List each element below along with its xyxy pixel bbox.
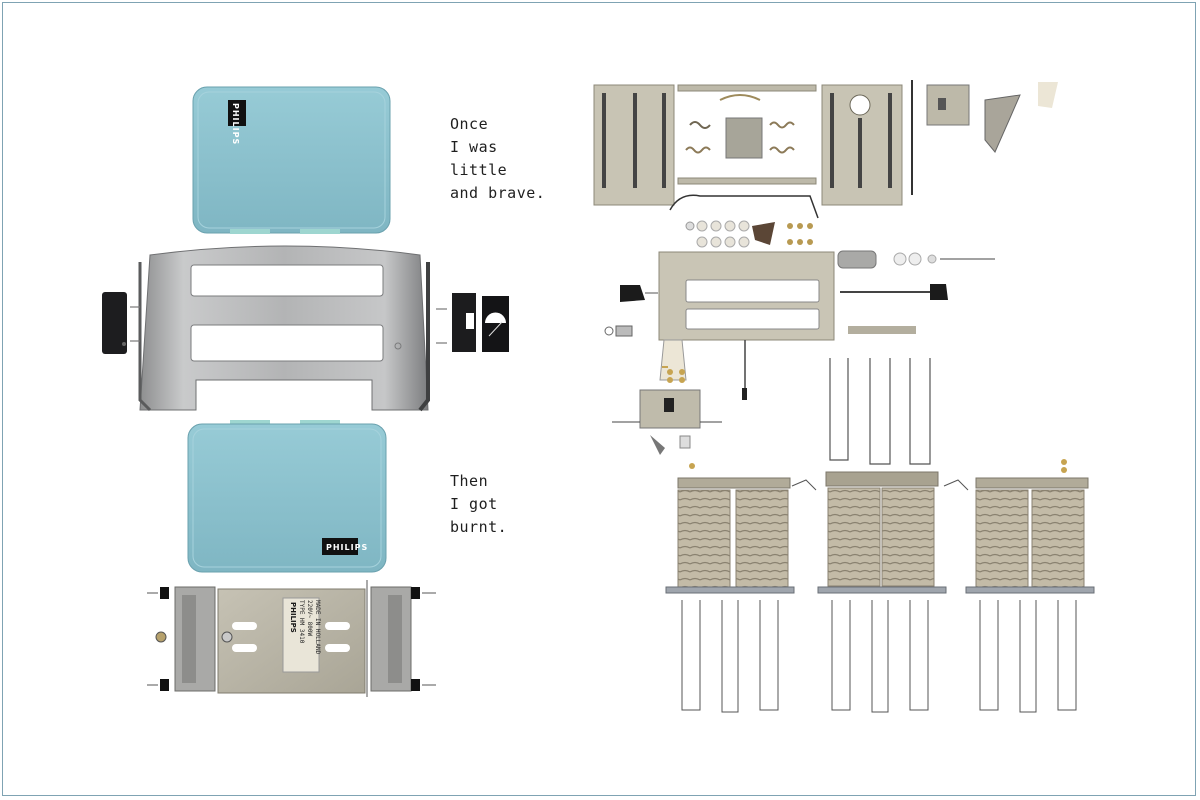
main-chassis bbox=[620, 250, 995, 400]
rating-plate-type: TYPE HM 3410 bbox=[298, 600, 305, 644]
heating-element-middle bbox=[817, 471, 947, 713]
element-connectors bbox=[689, 459, 1067, 491]
hanging-wires-top bbox=[829, 358, 931, 465]
bottom-blue-side-panel: PHILIPS bbox=[187, 420, 387, 573]
heating-element-right bbox=[965, 477, 1095, 713]
carriage-frame-panels bbox=[593, 80, 1058, 219]
right-end-cap bbox=[436, 293, 509, 352]
washers-and-fasteners bbox=[685, 220, 813, 248]
caption-once-i-was-little: Once I was little and brave. bbox=[450, 115, 546, 202]
top-blue-side-panel: PHILIPS bbox=[192, 86, 391, 234]
base-plate-assembly: PHILIPS TYPE HM 3410 220V~ 800W MADE IN … bbox=[147, 580, 436, 697]
thermostat-parts bbox=[604, 325, 722, 455]
rating-plate-brand: PHILIPS bbox=[289, 602, 297, 633]
left-end-cap bbox=[102, 292, 140, 354]
philips-logo-bottom: PHILIPS bbox=[326, 543, 368, 552]
rating-plate-voltage: 220V~ 800W bbox=[306, 600, 313, 637]
rating-plate-origin: MADE IN HOLLAND bbox=[314, 600, 321, 655]
caption-then-i-got-burnt: Then I got burnt. bbox=[450, 472, 508, 536]
philips-logo-top: PHILIPS bbox=[231, 103, 240, 145]
heating-element-left bbox=[665, 477, 795, 713]
steel-outer-shell bbox=[138, 245, 430, 412]
